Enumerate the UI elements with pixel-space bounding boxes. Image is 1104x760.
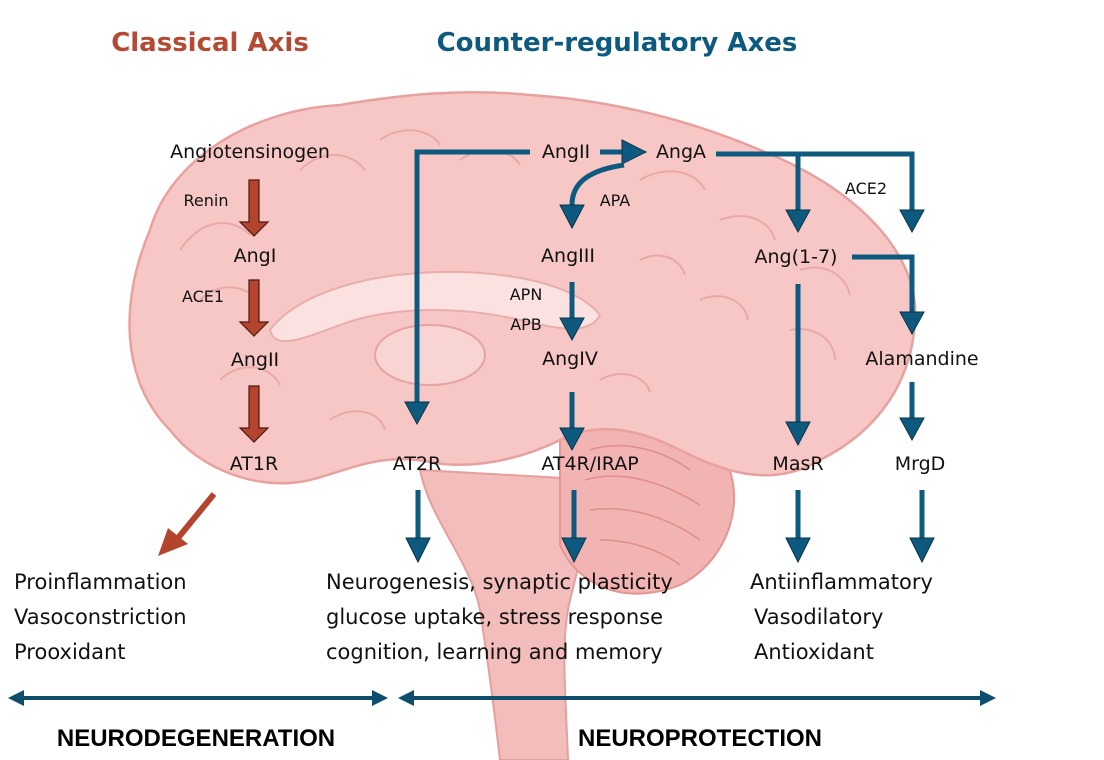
cerebellum-lines [584, 445, 701, 566]
arrowhead [899, 209, 925, 234]
ace1-label: ACE1 [182, 287, 224, 306]
apa-label: APA [600, 191, 631, 210]
angiv-label: AngIV [542, 348, 598, 370]
angi-label: AngI [234, 245, 277, 267]
at2r-label: AT2R [393, 453, 441, 475]
corpus-callosum [268, 270, 602, 343]
angiotensinogen-label: Angiotensinogen [170, 141, 330, 163]
arrowhead [404, 401, 430, 426]
red-arrow [238, 385, 270, 443]
renin-label: Renin [184, 191, 229, 210]
classical-effects: Proinflammation Vasoconstriction Prooxid… [14, 570, 187, 664]
angiii-label: AngIII [541, 245, 595, 267]
alamandine-label: Alamandine [865, 348, 978, 370]
classical-angii-label: AngII [231, 349, 279, 371]
mrgd-label: MrgD [895, 453, 946, 475]
arrowhead [899, 417, 925, 442]
effect-line: Antiinflammatory [750, 570, 933, 594]
counter-angii-label: AngII [542, 141, 590, 163]
at1r-label: AT1R [230, 453, 278, 475]
arrowhead [559, 427, 585, 452]
arrowhead [621, 139, 648, 165]
counter-regulatory-heading: Counter-regulatory Axes [437, 28, 798, 58]
masr-label: MasR [772, 453, 823, 475]
ang17-label: Ang(1-7) [755, 246, 838, 268]
brain-illustration [128, 90, 917, 760]
arrowhead [785, 209, 811, 234]
neuroprotection-label: NEUROPROTECTION [578, 725, 822, 752]
ace2-label: ACE2 [845, 179, 887, 198]
arrowhead [899, 311, 925, 336]
neuro-effects: Neurogenesis, synaptic plasticity glucos… [326, 570, 673, 664]
thalamus [374, 324, 486, 386]
red-arrow [238, 179, 270, 237]
neurodegeneration-label: NEURODEGENERATION [57, 725, 335, 752]
arrowhead [785, 421, 811, 447]
classical-arrows [158, 179, 270, 556]
effect-line: Prooxidant [14, 640, 126, 664]
arrowhead [909, 537, 935, 564]
red-arrow [238, 279, 270, 337]
arrowhead [559, 317, 585, 342]
apn-label: APN [510, 285, 543, 304]
effect-line: Antioxidant [754, 640, 874, 664]
arrowhead [559, 204, 585, 230]
effect-line: glucose uptake, stress response [326, 605, 663, 629]
arrowhead [405, 537, 431, 564]
red-diagonal-arrow [158, 492, 217, 556]
at4r-irap-label: AT4R/IRAP [541, 453, 638, 475]
effect-line: Neurogenesis, synaptic plasticity [326, 570, 673, 594]
arrowhead [785, 537, 811, 564]
counter-effects: Antiinflammatory Vasodilatory Antioxidan… [750, 570, 933, 664]
effect-line: Vasoconstriction [14, 605, 187, 629]
classical-axis-heading: Classical Axis [111, 28, 309, 58]
counter-arrows [404, 139, 935, 564]
effect-line: Vasodilatory [754, 605, 883, 629]
effect-line: cognition, learning and memory [326, 640, 663, 664]
anga-label: AngA [656, 141, 706, 163]
apb-label: APB [510, 315, 542, 334]
effect-line: Proinflammation [14, 570, 187, 594]
gyri-lines [179, 129, 851, 431]
arrowhead [561, 537, 587, 564]
